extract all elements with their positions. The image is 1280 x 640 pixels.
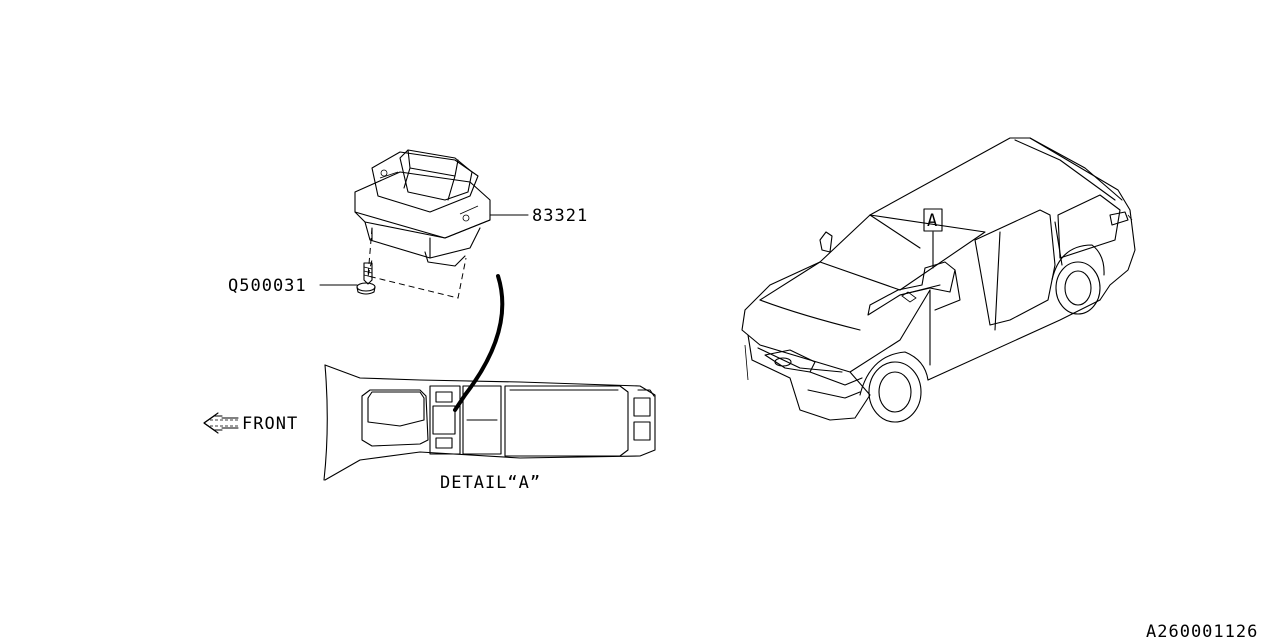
- vehicle-drawing: [741, 137, 1136, 423]
- center-console-detail: [323, 364, 656, 481]
- diagram-id: A260001126: [1146, 622, 1258, 640]
- part-number-83321: 83321: [532, 206, 588, 226]
- detail-connector-curve: [453, 274, 505, 412]
- switch-assembly-drawing: [354, 149, 529, 299]
- screw-drawing: [319, 262, 376, 295]
- part-number-q500031: Q500031: [228, 276, 307, 296]
- detail-a-label: DETAIL“A”: [440, 473, 541, 493]
- front-label: FRONT: [242, 414, 298, 434]
- callout-a-label: A: [927, 211, 938, 231]
- left-arrow-icon: [203, 412, 239, 434]
